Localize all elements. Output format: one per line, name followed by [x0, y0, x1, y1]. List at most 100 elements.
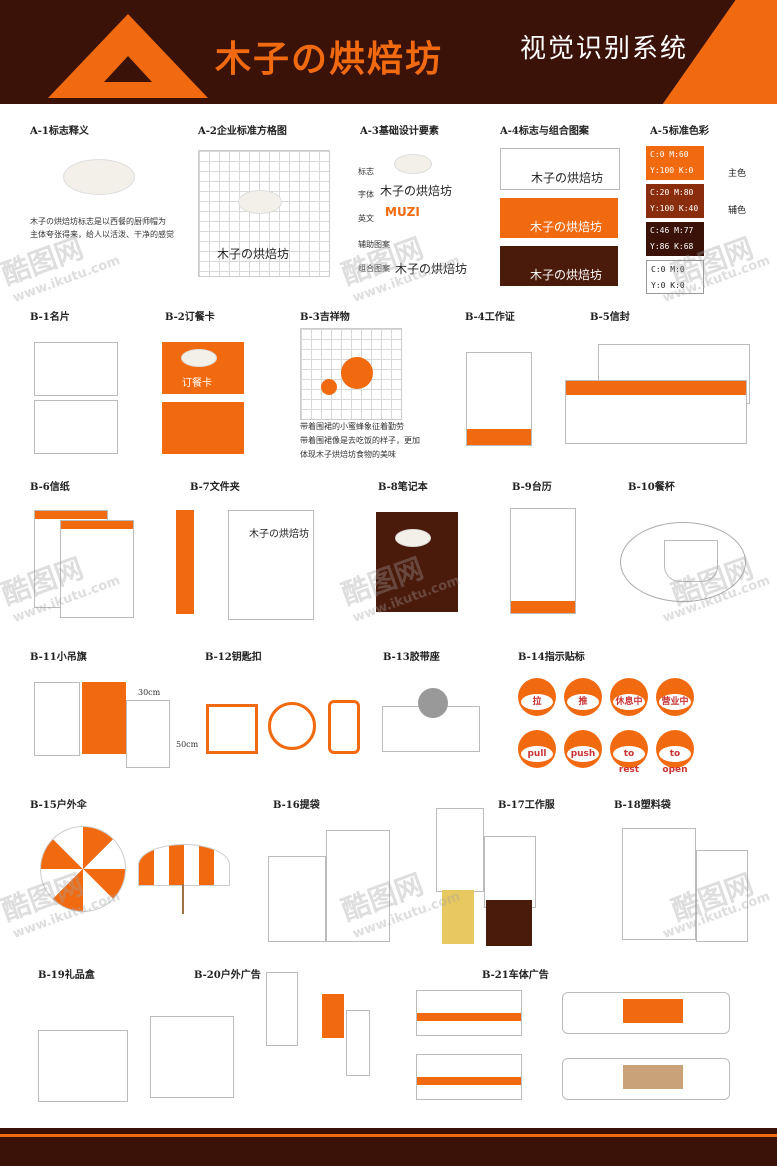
plastic-bag-1 — [622, 828, 696, 940]
sign-push-cn: 推 — [564, 678, 602, 716]
page-title: 视觉识别系统 — [520, 34, 689, 64]
sign-pull-en: pull — [518, 730, 556, 768]
sign-rest-en: to rest — [610, 730, 648, 775]
business-card-back — [34, 400, 118, 454]
header-banner: 木子の烘焙坊 视觉识别系统 — [0, 0, 777, 104]
cake-box — [150, 1016, 234, 1098]
section-a2-label: A-2企业标准方格图 — [198, 126, 287, 137]
section-b9-label: B-9台历 — [512, 482, 552, 493]
section-b8-label: B-8笔记本 — [378, 482, 428, 493]
bus-1-panel — [623, 999, 683, 1023]
paper-bag-1 — [268, 856, 326, 942]
section-b1-label: B-1名片 — [30, 312, 70, 323]
section-b5-label: B-5信封 — [590, 312, 630, 323]
footer-accent-line — [0, 1134, 777, 1137]
section-b17-label: B-17工作服 — [498, 800, 555, 811]
grid-logo-text: 木子の烘焙坊 — [217, 247, 290, 261]
b3-text-line1: 带着围裙的小蜜蜂象征着勤劳 — [300, 422, 404, 431]
sign-open-en: to open — [656, 730, 694, 775]
a3-item-pattern: 辅助图案 — [358, 240, 390, 249]
section-b2-label: B-2订餐卡 — [165, 312, 215, 323]
section-a5-label: A-5标准色彩 — [650, 126, 709, 137]
street-banner-2 — [322, 994, 344, 1038]
section-a3-label: A-3基础设计要素 — [360, 126, 439, 137]
truck-ad-1 — [416, 990, 522, 1036]
keychain-tall — [328, 700, 360, 754]
truck-1-band — [417, 1013, 521, 1021]
bus-2-panel — [623, 1065, 683, 1089]
standard-grid: 木子の烘焙坊 — [198, 150, 330, 277]
business-card-front — [34, 342, 118, 396]
gift-box — [38, 1030, 128, 1102]
mascot-body — [341, 357, 373, 389]
notebook-hat — [396, 530, 430, 546]
umbrella-pole — [182, 884, 184, 914]
section-b21-label: B-21车体广告 — [482, 970, 549, 981]
plastic-bag-2 — [696, 850, 748, 942]
a3-english-sample: MUZI — [385, 205, 420, 219]
order-card-hat — [182, 350, 216, 366]
swatch-4-line2: Y:0 K:0 — [651, 281, 685, 290]
calendar-band — [511, 601, 575, 613]
hanging-flag-2 — [82, 682, 126, 754]
cup — [664, 540, 718, 582]
section-b10-label: B-10餐杯 — [628, 482, 675, 493]
section-a1-label: A-1标志释义 — [30, 126, 89, 137]
mascot-small — [321, 379, 337, 395]
flag-width-dim: 30cm — [138, 688, 161, 697]
sign-pull-cn: 拉 — [518, 678, 556, 716]
a3-font-sample: 木子の烘焙坊 — [380, 184, 453, 198]
swatch-3-line2: Y:86 K:68 — [650, 242, 694, 251]
letter-paper-2-band — [61, 521, 133, 529]
street-banner-3 — [346, 1010, 370, 1076]
swatch-3-line1: C:46 M:77 — [650, 226, 694, 235]
grid-hat-icon — [239, 191, 281, 213]
sign-push-en: push — [564, 730, 602, 768]
work-badge-band — [467, 429, 531, 445]
aux-color-label: 辅色 — [728, 206, 747, 216]
section-b14-label: B-14指示贴标 — [518, 652, 585, 663]
section-b3-label: B-3吉祥物 — [300, 312, 350, 323]
chef-hat-logo — [64, 160, 134, 194]
envelope-front — [565, 380, 747, 444]
folder-cover: 木子の烘焙坊 — [228, 510, 314, 620]
a3-item-logo: 标志 — [358, 167, 374, 176]
section-b15-label: B-15户外伞 — [30, 800, 87, 811]
folder-logo-text: 木子の烘焙坊 — [249, 529, 309, 540]
a3-hat-icon — [395, 155, 431, 173]
section-b18-label: B-18塑料袋 — [614, 800, 671, 811]
section-b19-label: B-19礼品盒 — [38, 970, 95, 981]
sign-open-cn: 营业中 — [656, 678, 694, 716]
bus-ad-1 — [562, 992, 730, 1034]
color-swatch-3: C:46 M:77 Y:86 K:68 — [646, 222, 704, 256]
letter-paper-1-band — [35, 511, 107, 519]
staff-apron — [486, 900, 532, 946]
order-card-back — [162, 402, 244, 454]
order-card-front: 订餐卡 — [162, 342, 244, 394]
logo-combo-brown-text: 木子の烘焙坊 — [530, 268, 603, 282]
section-b13-label: B-13胶带座 — [383, 652, 440, 663]
truck-2-band — [417, 1077, 521, 1085]
a3-item-font: 字体 — [358, 190, 374, 199]
hanging-flag-1 — [34, 682, 80, 756]
keychain-square — [206, 704, 258, 754]
work-badge — [466, 352, 532, 446]
section-b4-label: B-4工作证 — [465, 312, 515, 323]
color-swatch-2: C:20 M:80 Y:100 K:40 — [646, 184, 704, 218]
chef-trousers — [442, 890, 474, 944]
swatch-2-line2: Y:100 K:40 — [650, 204, 699, 213]
keychain-round — [268, 702, 316, 750]
mascot-grid — [300, 328, 402, 420]
chef-uniform — [436, 808, 484, 892]
staff-uniform — [484, 836, 536, 908]
b3-text-line2: 带着围裙像是去吃饭的样子，更加 — [300, 436, 420, 445]
section-b6-label: B-6信纸 — [30, 482, 70, 493]
tape-roll — [418, 688, 448, 718]
notebook — [376, 512, 458, 612]
folder-spine — [176, 510, 194, 614]
logo-combo-brown: 木子の烘焙坊 — [500, 246, 618, 286]
paper-bag-2 — [326, 830, 390, 942]
hanging-flag-3 — [126, 700, 170, 768]
footer-bar — [0, 1128, 777, 1166]
swatch-2-line1: C:20 M:80 — [650, 188, 694, 197]
